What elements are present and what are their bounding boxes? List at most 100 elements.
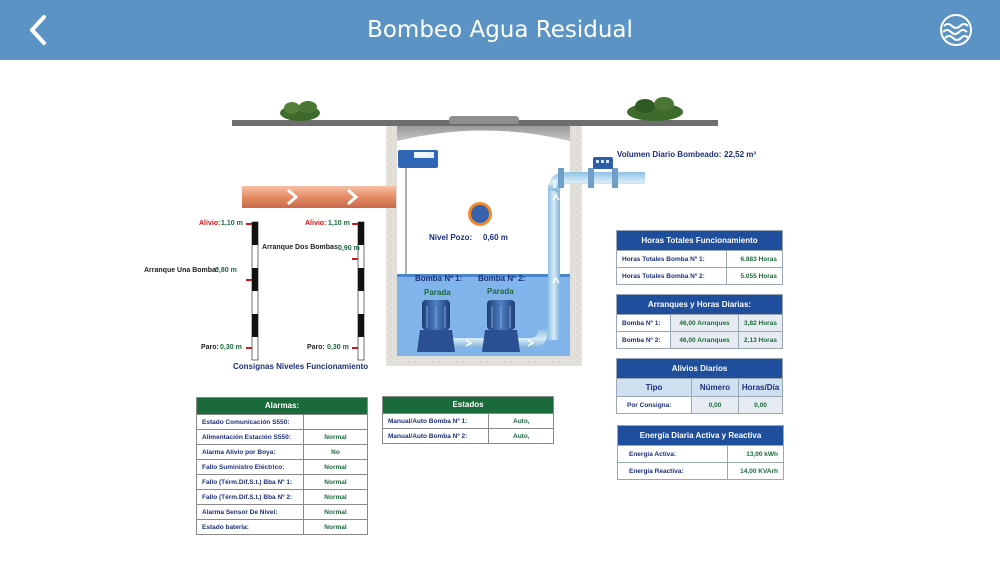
- alivios-panel: Alivios Diarios Tipo Número Horas/Día Po…: [616, 358, 783, 414]
- arranques-row-label: Bomba Nº 1:: [622, 319, 661, 327]
- header-bar: Bombeo Agua Residual: [0, 0, 1000, 60]
- arranque-dos-label: Arranque Dos Bombas:: [262, 244, 341, 251]
- table-row: Estado batería: Normal: [197, 519, 367, 534]
- energia-title: Energía Diaria Activa y Reactiva: [618, 426, 783, 445]
- alarma-row-value: Normal: [324, 463, 347, 471]
- chevron-left-icon: [30, 15, 46, 45]
- consignas-title: Consignas Niveles Funcionamiento: [233, 362, 369, 371]
- volumen-label: Volumen Diario Bombeado:: [617, 150, 722, 159]
- alivio-left-label: Alivio:: [199, 220, 221, 227]
- paro-right-value: 0,30 m: [327, 344, 349, 351]
- alarma-row-label: Fallo Suministro Eléctrico:: [197, 460, 304, 474]
- arranque-dos-value: 0,90 m: [338, 245, 360, 252]
- paro-left-value: 0,30 m: [220, 344, 242, 351]
- alarma-row-value: Normal: [324, 523, 347, 531]
- horas-row-label: Horas Totales Bomba Nº 1:: [617, 251, 727, 267]
- alarmas-rows: Estado Comunicación S550:Alimentación Es…: [197, 414, 367, 534]
- estados-row-value: Auto,: [513, 432, 530, 440]
- water-waves-icon: [940, 14, 972, 46]
- level-scale-right: [352, 221, 365, 361]
- back-button[interactable]: [22, 12, 58, 48]
- alarma-row-value: Normal: [324, 478, 347, 486]
- table-row: Horas Totales Bomba Nº 2: 5.055 Horas: [617, 267, 782, 284]
- col-tipo: Tipo: [645, 383, 663, 392]
- alarma-row-label: Estado Comunicación S550:: [197, 415, 304, 429]
- bomba-1-name: Bomba Nº 1:: [415, 274, 463, 283]
- bomba-1-state: Parada: [424, 288, 451, 297]
- col-horas: Horas/Día: [738, 379, 782, 396]
- table-row: Alimentación Estación S550:Normal: [197, 429, 367, 444]
- alarma-row-value: Normal: [324, 493, 347, 501]
- table-row: Energía Activa: 13,00 kWh: [618, 445, 783, 462]
- table-row: Alarma Alivio por Boya: No: [197, 444, 367, 459]
- alivios-header-row: Tipo Número Horas/Día: [617, 378, 782, 396]
- alivios-row-numero: 0,00: [691, 397, 738, 413]
- alarmas-title: Alarmas:: [197, 398, 367, 414]
- alarma-row-value: Normal: [324, 508, 347, 516]
- table-row: Por Consigna: 0,00 0,00: [617, 396, 782, 413]
- alarma-row-label: Estado batería:: [197, 520, 304, 534]
- arranques-row-hours: 3,82 Horas: [738, 315, 782, 331]
- arranque-una-label: Arranque Una Bomba:: [144, 267, 219, 274]
- horas-totales-title: Horas Totales Funcionamiento: [617, 231, 782, 250]
- alivio-right-label: Alivio:: [305, 220, 327, 227]
- paro-left-label: Paro:: [201, 344, 219, 351]
- alarma-row-value: No: [331, 448, 340, 456]
- table-row: Alarma Sensor De Nivel: Normal: [197, 504, 367, 519]
- riser-pipe: [548, 185, 560, 340]
- table-row: Manual/Auto Bomba Nº 2: Auto,: [383, 428, 553, 443]
- energia-row-value: 13,00 kWh: [746, 450, 778, 458]
- arranques-row-count: 46,00 Arranques: [670, 332, 738, 348]
- estados-table: Estados Manual/Auto Bomba Nº 1: Auto, Ma…: [382, 396, 554, 444]
- table-row: Bomba Nº 2: 46,00 Arranques 2,13 Horas: [617, 331, 782, 348]
- energia-panel: Energía Diaria Activa y Reactiva Energía…: [617, 425, 784, 480]
- arranques-row-hours: 2,13 Horas: [738, 332, 782, 348]
- alarma-row-label: Fallo (Térm.Dif.S.t.) Bba Nº 1:: [197, 475, 304, 489]
- pump-1-icon: [417, 300, 455, 352]
- alivios-title: Alivios Diarios: [617, 359, 782, 378]
- estados-row-value: Auto,: [513, 417, 530, 425]
- energia-row-value: 14,00 KVArh: [740, 467, 778, 475]
- nivel-pozo-value: 0,60 m: [483, 233, 508, 242]
- arranques-row-label: Bomba Nº 2:: [622, 336, 661, 344]
- level-scale-left: [246, 221, 259, 361]
- alivios-row-horas: 0,00: [738, 397, 782, 413]
- alarma-row-label: Alimentación Estación S550:: [197, 430, 304, 444]
- table-row: Estado Comunicación S550:: [197, 414, 367, 429]
- table-row: Bomba Nº 1: 46,00 Arranques 3,82 Horas: [617, 314, 782, 331]
- brand-logo-button[interactable]: [938, 12, 974, 48]
- col-numero: Número: [691, 379, 738, 396]
- shrub-left-icon: [280, 101, 320, 121]
- table-row: Energía Reactiva: 14,00 KVArh: [618, 462, 783, 479]
- arranques-row-count: 46,00 Arranques: [670, 315, 738, 331]
- nivel-pozo-label: Nivel Pozo:: [429, 233, 473, 242]
- table-row: Fallo (Térm.Dif.S.t.) Bba Nº 2: Normal: [197, 489, 367, 504]
- s550-label: S550: [415, 152, 427, 158]
- alarma-row-value: [304, 415, 367, 429]
- horas-row-value: 5.055 Horas: [740, 272, 778, 280]
- paro-right-label: Paro:: [307, 344, 325, 351]
- table-row: Fallo Suministro Eléctrico: Normal: [197, 459, 367, 474]
- inlet-pipe: [242, 186, 396, 208]
- alivio-left-value: 1,10 m: [221, 220, 243, 227]
- table-row: Fallo (Térm.Dif.S.t.) Bba Nº 1: Normal: [197, 474, 367, 489]
- estados-row-label: Manual/Auto Bomba Nº 1:: [383, 414, 489, 428]
- bomba-2-state: Parada: [487, 287, 514, 296]
- alarma-row-label: Alarma Alivio por Boya:: [197, 445, 304, 459]
- estados-title: Estados: [383, 397, 553, 413]
- alarmas-table: Alarmas: Estado Comunicación S550:Alimen…: [196, 397, 368, 535]
- pump-2-icon: [482, 300, 520, 352]
- page-title: Bombeo Agua Residual: [367, 17, 633, 43]
- horas-row-value: 6.883 Horas: [740, 255, 778, 263]
- alivios-row-label: Por Consigna:: [627, 401, 672, 409]
- alarma-row-label: Alarma Sensor De Nivel:: [197, 505, 304, 519]
- volumen-value: 22,52 m³: [724, 150, 757, 159]
- estados-row-label: Manual/Auto Bomba Nº 2:: [383, 429, 489, 443]
- horas-row-label: Horas Totales Bomba Nº 2:: [617, 268, 727, 284]
- arranques-panel: Arranques y Horas Diarias: Bomba Nº 1: 4…: [616, 294, 783, 349]
- alarma-row-label: Fallo (Térm.Dif.S.t.) Bba Nº 2:: [197, 490, 304, 504]
- horas-totales-panel: Horas Totales Funcionamiento Horas Total…: [616, 230, 783, 285]
- energia-row-label: Energía Activa:: [618, 446, 728, 462]
